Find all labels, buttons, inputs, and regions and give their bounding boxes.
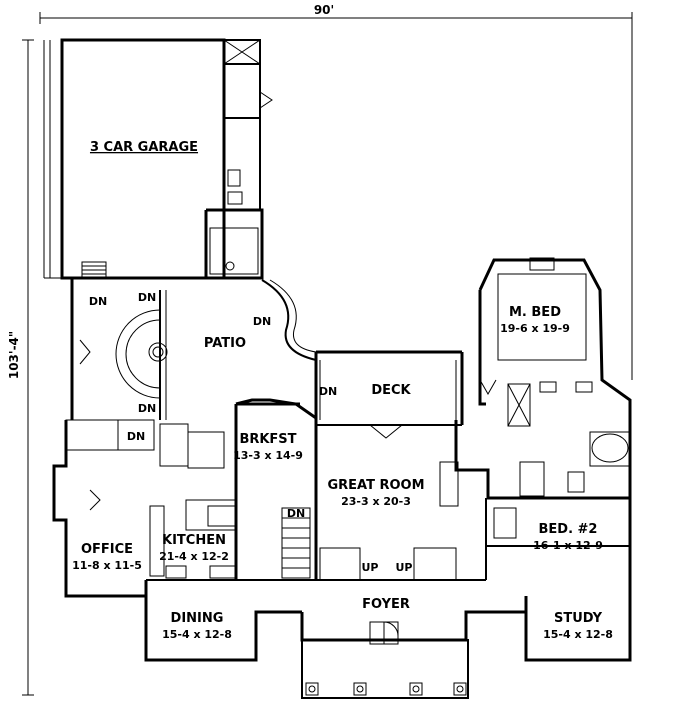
brkfst-label: BRKFST (239, 432, 296, 447)
front-porch (301, 639, 469, 699)
study-size: 15-4 x 12-8 (543, 628, 613, 641)
mbed-size: 19-6 x 19-9 (500, 322, 570, 335)
foyer-label: FOYER (362, 597, 410, 612)
kitchen-label: KITCHEN (162, 533, 226, 548)
great-room-label: GREAT ROOM (327, 478, 424, 493)
stair-dn-patio-right: DN (253, 315, 271, 328)
overall-width-label: 90' (314, 3, 334, 17)
bed2-size: 16-1 x 12-9 (533, 539, 603, 552)
dimension-lines (22, 12, 633, 696)
brkfst-size: 13-3 x 14-9 (233, 449, 303, 462)
stair-dn-patio-top: DN (138, 291, 156, 304)
kitchen-size: 21-4 x 12-2 (159, 550, 229, 563)
garage-label: 3 CAR GARAGE (90, 140, 198, 155)
stair-dn-deck: DN (319, 385, 337, 398)
great-room-size: 23-3 x 20-3 (341, 495, 411, 508)
office-size: 11-8 x 11-5 (72, 559, 142, 572)
stair-up-right: UP (396, 561, 413, 574)
interior-details (65, 257, 631, 645)
bed2-label: BED. #2 (539, 522, 598, 537)
stair-dn-great-room: DN (287, 507, 305, 520)
utility-walls (204, 39, 273, 280)
main-walls (52, 258, 632, 662)
dining-size: 15-4 x 12-8 (162, 628, 232, 641)
dining-label: DINING (171, 611, 224, 626)
stair-dn-patio-bottom: DN (138, 402, 156, 415)
garage-walls (43, 38, 226, 280)
stair-up-left: UP (362, 561, 379, 574)
office-label: OFFICE (81, 542, 133, 557)
study-label: STUDY (554, 611, 603, 626)
deck-label: DECK (371, 383, 411, 398)
patio-label: PATIO (204, 336, 246, 351)
overall-depth-label: 103'-4" (7, 331, 21, 379)
mbed-label: M. BED (509, 305, 561, 320)
patio-outline (70, 278, 317, 420)
stair-dn-garage: DN (89, 295, 107, 308)
stair-dn-mudroom: DN (127, 430, 145, 443)
